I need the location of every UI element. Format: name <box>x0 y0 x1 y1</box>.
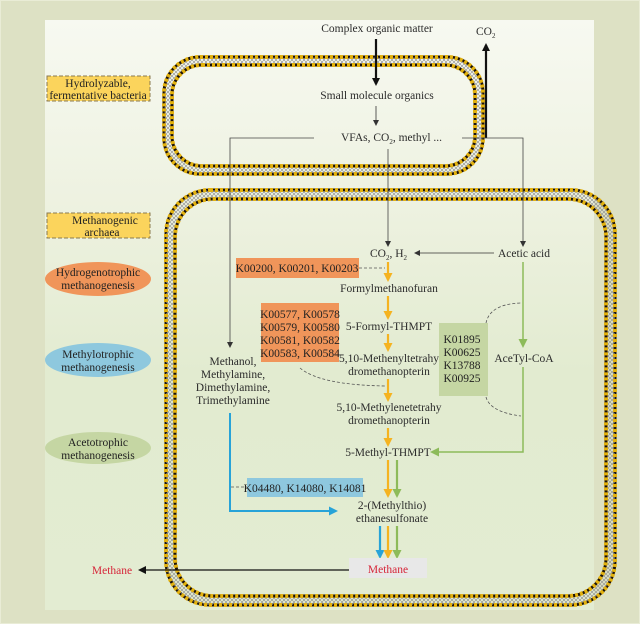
archaea-cell-membrane <box>164 188 617 607</box>
co2-released: CO2 <box>476 26 496 40</box>
methyl-compound: Dimethylamine, <box>196 382 271 394</box>
formylmethanofuran: Formylmethanofuran <box>340 283 438 295</box>
enzyme-list: K00581, K00582 <box>260 335 340 347</box>
enzyme-list: K00925 <box>443 373 480 385</box>
enzyme-list: K00625 <box>443 347 480 359</box>
label-line: Acetotrophic <box>68 437 128 449</box>
label-hydrolyzable-bacteria: Hydrolyzable, fermentative bacteria <box>46 75 151 102</box>
methane-released-label: Methane <box>92 565 132 577</box>
label-line: fermentative bacteria <box>49 90 146 102</box>
methane-product-box: Methane <box>349 558 427 578</box>
methyl-compound: Methanol, <box>210 356 257 368</box>
enzyme-list: K00579, K00580 <box>260 322 340 334</box>
enzyme-list: K04480, K14080, K14081 <box>244 483 367 495</box>
enzyme-list: K13788 <box>443 360 480 372</box>
acetyl-coa: AceTyl-CoA <box>494 353 554 365</box>
enzyme-list: K00200, K00201, K00203 <box>236 263 359 275</box>
enzyme-box-acetyl: K01895 K00625 K13788 K00925 <box>439 323 488 396</box>
methenyl-line: dromethanopterin <box>348 366 430 378</box>
label-methanogenic-archaea: Methanogenic archaea <box>46 212 151 239</box>
methenyl-line: 5,10-Methenyltetrahy <box>339 353 439 365</box>
methyl-compound: Methylamine, <box>201 369 265 381</box>
enzyme-list: K00583, K00584 <box>260 348 340 360</box>
co2-h2: CO2, H2 <box>370 248 408 262</box>
vfas-label: VFAs, CO2, methyl ... <box>341 132 442 146</box>
label-methylotrophic: Methylotrophic methanogenesis <box>45 343 151 377</box>
dashed-link-acetyl-top <box>485 302 522 324</box>
enzyme-box-methyl: K04480, K14080, K14081 <box>244 478 367 497</box>
arrow-methyl-compounds-to-methylthio <box>229 413 338 516</box>
methylthio-line: ethanesulfonate <box>356 513 428 525</box>
label-line: Hydrogenotrophic <box>56 267 140 279</box>
complex-organic-matter: Complex organic matter <box>321 23 433 35</box>
label-acetotrophic: Acetotrophic methanogenesis <box>45 432 151 464</box>
enzyme-box-thmpt: K00577, K00578 K00579, K00580 K00581, K0… <box>260 303 340 362</box>
label-hydrogenotrophic: Hydrogenotrophic methanogenesis <box>45 262 151 296</box>
methyl-compound: Trimethylamine <box>196 395 270 407</box>
methylene-line: dromethanopterin <box>348 415 430 427</box>
methyl-thmpt: 5-Methyl-THMPT <box>345 447 431 459</box>
label-line: methanogenesis <box>61 362 135 374</box>
formyl-thmpt: 5-Formyl-THMPT <box>346 321 432 333</box>
methylene-line: 5,10-Methylenetetrahy <box>336 402 441 414</box>
enzyme-list: K00577, K00578 <box>260 309 340 321</box>
label-line: archaea <box>84 227 119 239</box>
label-line: methanogenesis <box>61 450 135 462</box>
label-line: Methanogenic <box>72 215 138 227</box>
bacteria-cell-membrane <box>162 55 485 176</box>
small-molecule-organics: Small molecule organics <box>320 90 434 102</box>
label-line: methanogenesis <box>61 280 135 292</box>
enzyme-list: K01895 <box>443 334 480 346</box>
label-line: Hydrolyzable, <box>65 78 131 90</box>
connector-vfas-to-methyl-compounds <box>227 137 314 348</box>
methylthio-line: 2-(Methylthio) <box>358 500 427 512</box>
arrow-acetyl-to-methyl-thmpt <box>430 367 524 457</box>
enzyme-box-formyl: K00200, K00201, K00203 <box>236 258 359 278</box>
acetic-acid: Acetic acid <box>498 248 550 260</box>
label-line: Methylotrophic <box>62 349 134 361</box>
dashed-link-acetyl-bottom <box>485 396 522 417</box>
methane-inner-label: Methane <box>368 564 408 576</box>
dashed-link-thmpt <box>299 367 387 387</box>
connector-vfas-to-acetic-acid <box>462 137 526 247</box>
